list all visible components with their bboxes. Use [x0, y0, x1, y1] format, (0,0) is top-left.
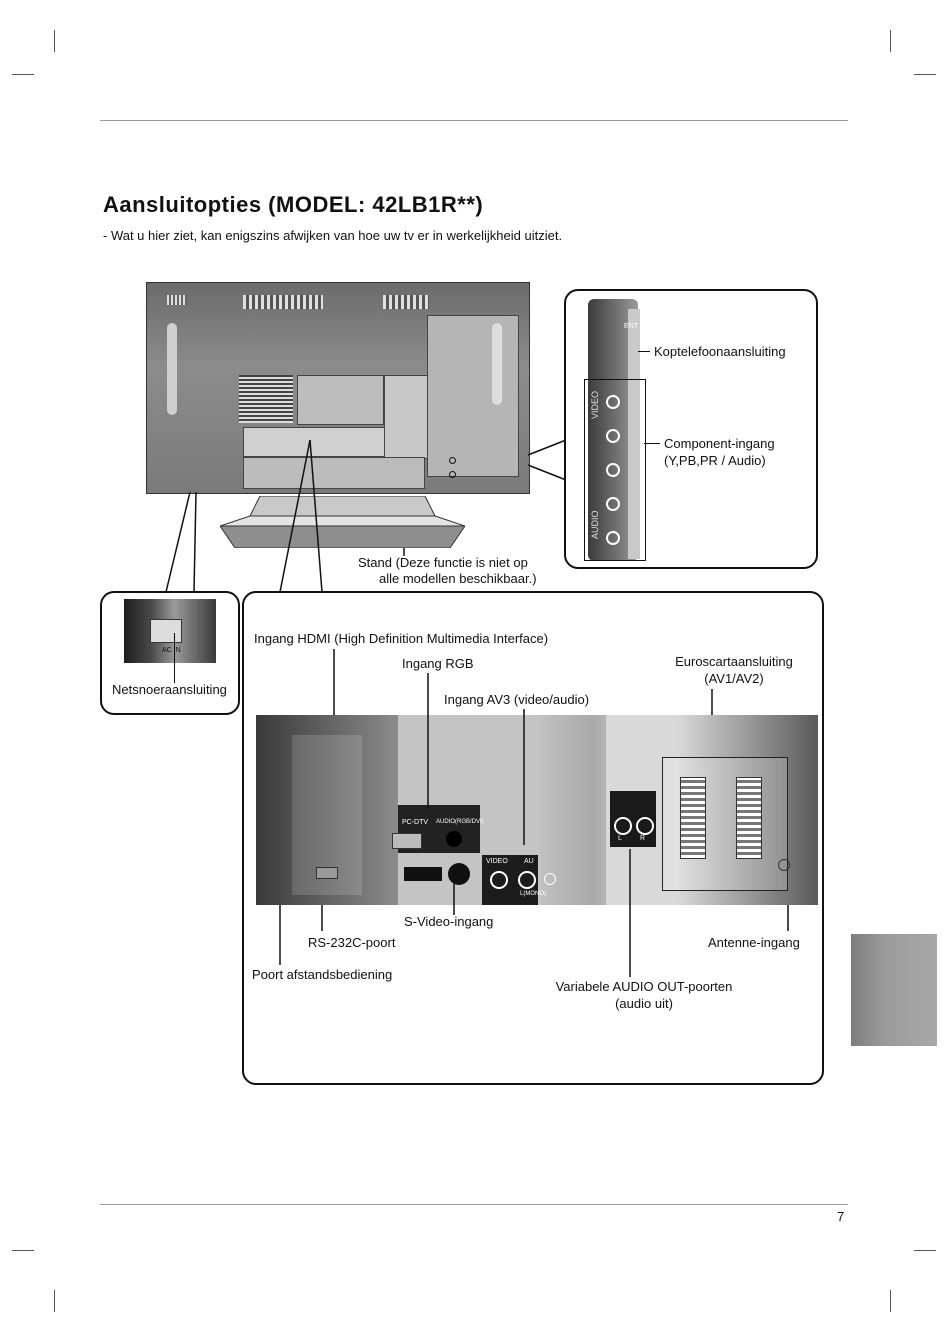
crop-mark	[54, 1290, 55, 1312]
crop-mark	[12, 74, 34, 75]
video-small-text: VIDEO	[486, 858, 508, 865]
tv-back-image	[146, 282, 530, 494]
label-euroscart-sub: (AV1/AV2)	[704, 671, 764, 686]
crop-mark	[914, 1250, 936, 1251]
label-antenna: Antenne-ingang	[708, 935, 800, 950]
label-stand-sub: alle modellen beschikbaar.)	[379, 571, 537, 586]
label-av3: Ingang AV3 (video/audio)	[444, 692, 590, 707]
label-component: Component-ingang	[664, 436, 775, 451]
chapter-tab	[851, 934, 937, 1046]
label-power: Netsnoeraansluiting	[112, 682, 227, 697]
power-box: AC IN Netsnoeraansluiting	[100, 591, 240, 715]
label-audio-out-sub: (audio uit)	[615, 996, 673, 1011]
crop-mark	[890, 1290, 891, 1312]
pc-dtv-text: PC-DTV	[402, 819, 429, 826]
label-component-sub: (Y,PB,PR / Audio)	[664, 453, 766, 468]
label-rs232: RS-232C-poort	[308, 935, 396, 950]
label-euroscart: Euroscartaansluiting	[675, 654, 793, 669]
ac-in-text: AC IN	[162, 647, 181, 654]
crop-mark	[54, 30, 55, 52]
au-text: AU	[524, 858, 534, 865]
label-headphone: Koptelefoonaansluiting	[654, 344, 786, 359]
page-number: 7	[837, 1209, 845, 1224]
component-bracket	[584, 379, 646, 561]
side-panel-image: ENT VIDEO AUDIO	[588, 299, 640, 561]
label-stand: Stand (Deze functie is niet op	[358, 555, 528, 570]
label-audio-out: Variabele AUDIO OUT-poorten	[555, 979, 733, 994]
power-socket-image: AC IN	[124, 599, 216, 663]
l-text: L	[618, 835, 622, 842]
label-hdmi: Ingang HDMI (High Definition Multimedia …	[254, 631, 549, 646]
footer-rule	[100, 1204, 848, 1205]
mono-text: L(MONO)	[520, 891, 546, 897]
page-title: Aansluitopties (MODEL: 42LB1R**)	[103, 192, 484, 217]
rear-panel-image: PC-DTV AUDIO(RGB/DVI) VIDEO AU L(MONO) L…	[256, 715, 818, 905]
audio-rgb-dvi-text: AUDIO(RGB/DVI)	[436, 819, 484, 825]
page-subtitle: - Wat u hier ziet, kan enigszins afwijke…	[103, 228, 563, 243]
component-tag: ENT	[624, 323, 638, 330]
label-rgb: Ingang RGB	[402, 656, 474, 671]
side-panel-box: ENT VIDEO AUDIO Koptelefoonaansluiting C…	[564, 289, 818, 569]
crop-mark	[914, 74, 936, 75]
header-rule	[100, 120, 848, 121]
label-remote: Poort afstandsbediening	[252, 967, 393, 982]
label-svideo: S-Video-ingang	[404, 914, 494, 929]
crop-mark	[890, 30, 891, 52]
crop-mark	[12, 1250, 34, 1251]
r-text: R	[640, 835, 646, 842]
rear-panel-box: Ingang HDMI (High Definition Multimedia …	[242, 591, 824, 1085]
